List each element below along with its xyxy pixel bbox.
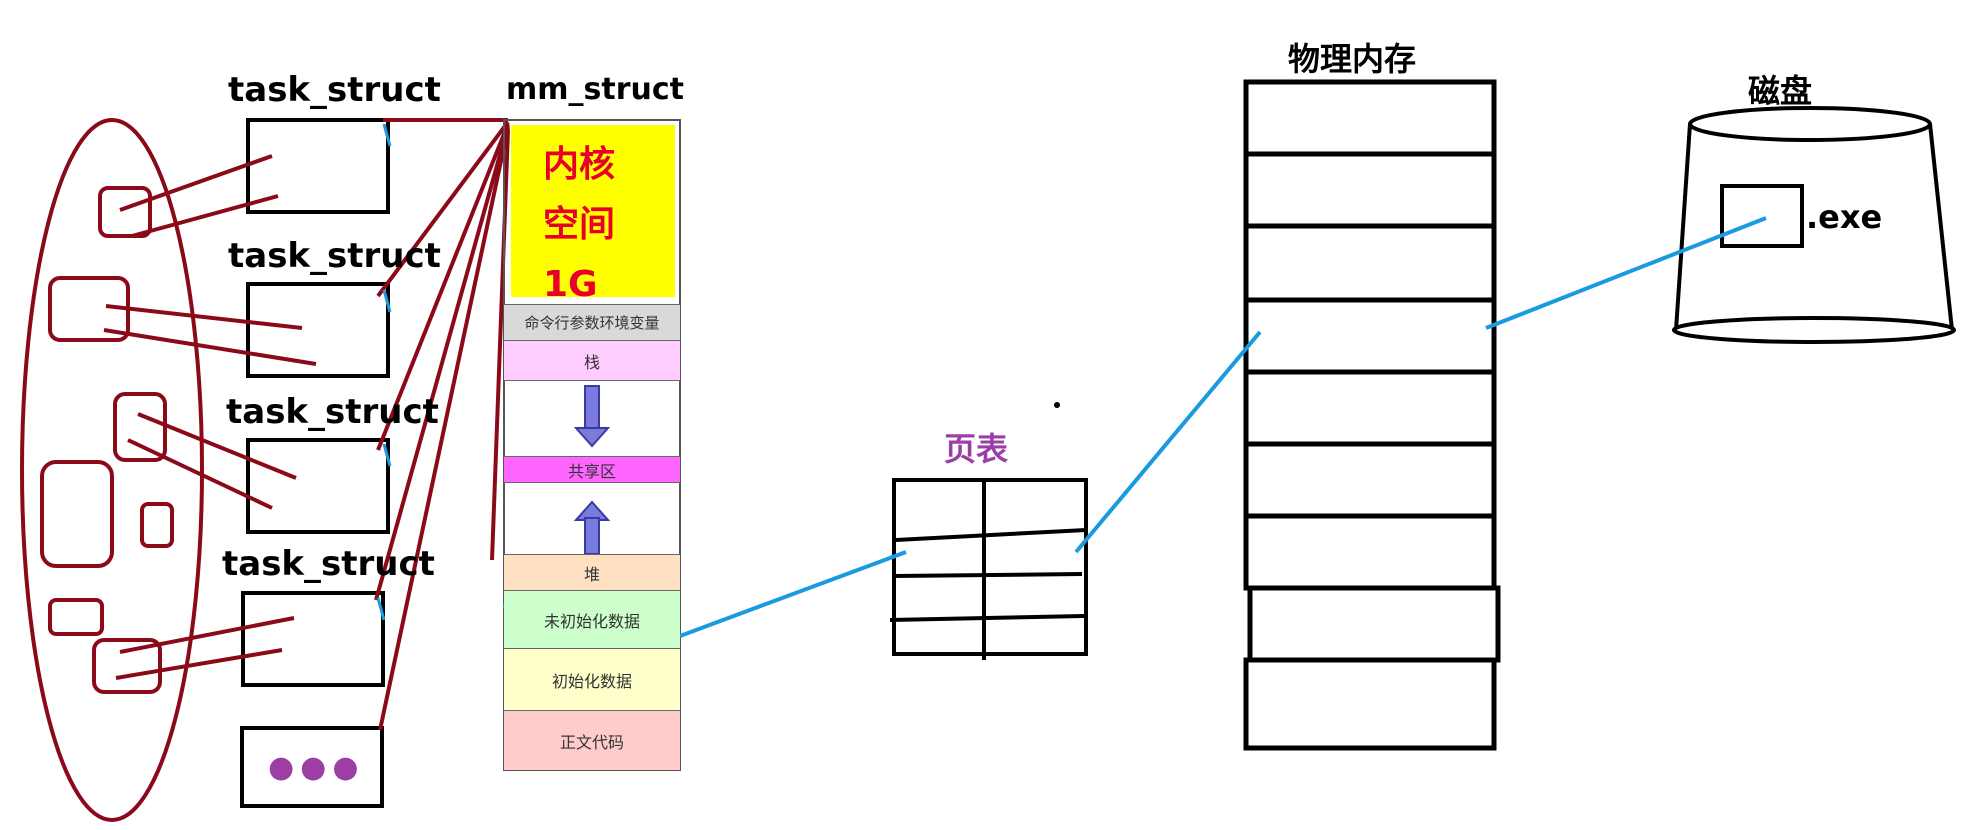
process-blob — [113, 392, 167, 462]
exe-file-box — [1720, 184, 1804, 248]
stray-dot — [1054, 402, 1060, 408]
memory-frame — [1243, 657, 1497, 751]
segment-shared: 共享区 — [504, 456, 680, 482]
mm-struct-title: mm_struct — [506, 72, 684, 107]
process-blob — [92, 638, 162, 694]
memory-frame — [1243, 441, 1497, 519]
mm-struct-frame — [503, 119, 681, 771]
memory-frame — [1243, 79, 1497, 157]
process-blob — [98, 186, 152, 238]
page-table-grid — [889, 478, 1088, 660]
memory-frame — [1243, 513, 1497, 591]
more-processes-dots: ●●● — [268, 750, 365, 785]
process-blob — [48, 598, 104, 636]
stack-down-arrow — [573, 385, 611, 448]
memory-frame — [1243, 151, 1497, 229]
disk-cylinder — [1672, 106, 1956, 344]
process-blob — [40, 460, 114, 568]
segment-gap-stack — [504, 380, 680, 456]
task-struct-boxes — [240, 118, 390, 808]
task-struct-box — [241, 591, 385, 687]
kernel-space-block: 内核 空间 1G — [511, 125, 675, 305]
segment-bss: 未初始化数据 — [504, 590, 680, 648]
segment-data: 初始化数据 — [504, 648, 680, 710]
segment-cmdline-env: 命令行参数环境变量 — [504, 304, 680, 340]
mapping-lines — [679, 216, 1767, 638]
segment-gap-heap — [504, 482, 680, 554]
blob-connectors — [103, 154, 317, 680]
process-group-ellipse — [20, 118, 204, 822]
segment-heap: 堆 — [504, 554, 680, 590]
kernel-line: 内核 — [543, 144, 616, 185]
page-table-title: 页表 — [944, 430, 1009, 468]
memory-frame — [1243, 223, 1497, 303]
disk-title: 磁盘 — [1748, 72, 1813, 110]
task-struct-label: task_struct — [226, 392, 439, 432]
memory-frame — [1243, 369, 1497, 447]
task-struct-label: task_struct — [222, 544, 435, 584]
process-blob — [140, 502, 174, 548]
physical-memory-frames — [1243, 79, 1501, 751]
mm-pointers — [374, 118, 510, 731]
task-struct-box — [246, 438, 390, 534]
kernel-line: 1G — [543, 264, 598, 305]
segment-stack: 栈 — [504, 340, 680, 380]
memory-frame — [1247, 585, 1501, 663]
memory-frame — [1243, 297, 1497, 375]
more-processes-box — [240, 726, 384, 808]
physical-memory-title: 物理内存 — [1288, 40, 1417, 78]
kernel-line: 空间 — [543, 204, 616, 245]
task-struct-box — [246, 282, 390, 378]
process-blobs — [40, 186, 174, 694]
segment-text: 正文代码 — [504, 710, 680, 770]
task-struct-label: task_struct — [228, 236, 441, 276]
task-struct-label: task_struct — [228, 70, 441, 110]
exe-file-label: .exe — [1806, 198, 1883, 236]
